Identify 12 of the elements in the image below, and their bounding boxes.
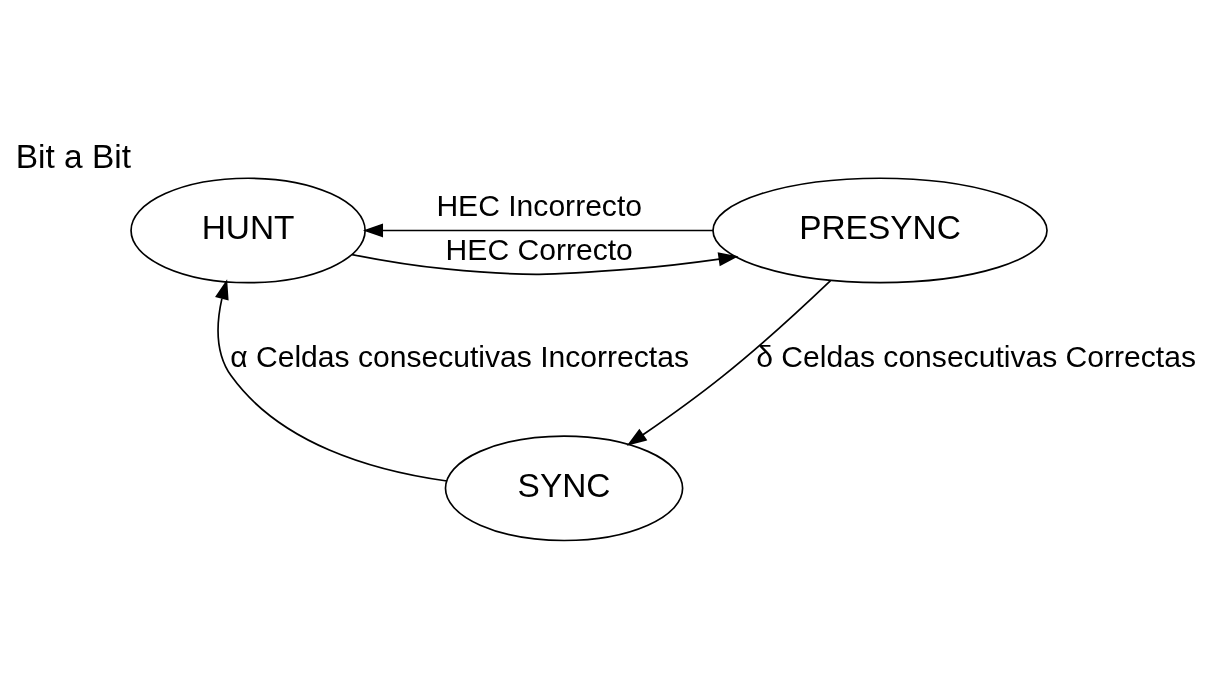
edge-label: HEC Incorrecto (436, 189, 643, 223)
node-ellipse: PRESYNC (712, 177, 1048, 284)
arrow (351, 252, 739, 276)
edge-label: α Celdas consecutivas Incorrectas (230, 339, 689, 373)
node-ellipse: SYNC (444, 435, 684, 542)
edge-label: δ Celdas consecutivas Correctas (756, 339, 1196, 373)
node-ellipse: HUNT (130, 177, 366, 284)
arrow (362, 223, 715, 238)
node-label: Bit a Bit (15, 138, 131, 176)
arrow (215, 279, 448, 482)
edge-label: HEC Correcto (445, 232, 633, 266)
arrow (626, 279, 832, 446)
